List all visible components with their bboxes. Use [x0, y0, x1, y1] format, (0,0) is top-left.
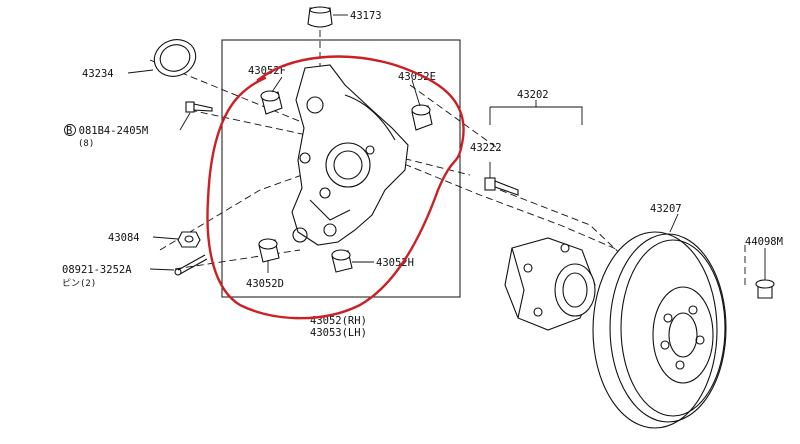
- label-bolt-qty: (8): [78, 139, 94, 149]
- label-43173: 43173: [350, 10, 382, 22]
- label-knuckle-rh: 43052(RH): [310, 315, 367, 327]
- knuckle-assembly-frame: [221, 39, 461, 298]
- label-43207: 43207: [650, 203, 682, 215]
- red-highlight-loop: [206, 55, 465, 320]
- bushing-43052F[interactable]: [260, 90, 283, 115]
- label-pin-note: ピン(2): [62, 278, 96, 289]
- label-pin-code: 08921-3252A: [62, 264, 132, 276]
- cotter-pin-08921-3252A[interactable]: [174, 254, 208, 276]
- label-43234: 43234: [82, 68, 114, 80]
- bushing-43052H[interactable]: [331, 249, 353, 273]
- label-43052E: 43052E: [398, 71, 436, 83]
- bushing-43052E[interactable]: [411, 104, 433, 131]
- hub-bolt-43222[interactable]: [484, 177, 519, 196]
- bolt-circle-marker: [64, 124, 76, 136]
- label-44098M: 44098M: [745, 236, 783, 248]
- nut-43084[interactable]: [177, 231, 201, 248]
- brake-rotor-43207[interactable]: [592, 231, 727, 429]
- label-43222: 43222: [470, 142, 502, 154]
- wheel-hub-43202[interactable]: [504, 237, 596, 331]
- label-43052H: 43052H: [376, 257, 414, 269]
- plug-44098M[interactable]: [755, 279, 775, 299]
- label-knuckle-lh: 43053(LH): [310, 327, 367, 339]
- steering-knuckle[interactable]: [291, 64, 409, 246]
- label-43084: 43084: [108, 232, 140, 244]
- seal-ring-43234[interactable]: [149, 34, 201, 82]
- hub-assembly-bracket: [489, 100, 583, 125]
- label-43052D: 43052D: [246, 278, 284, 290]
- label-bolt-code: B 081B4-2405M: [66, 125, 148, 137]
- bushing-43052D[interactable]: [258, 238, 280, 263]
- cap-43173[interactable]: [307, 6, 333, 28]
- bolt-081B4-2405M[interactable]: [185, 101, 213, 113]
- label-43202: 43202: [517, 89, 549, 101]
